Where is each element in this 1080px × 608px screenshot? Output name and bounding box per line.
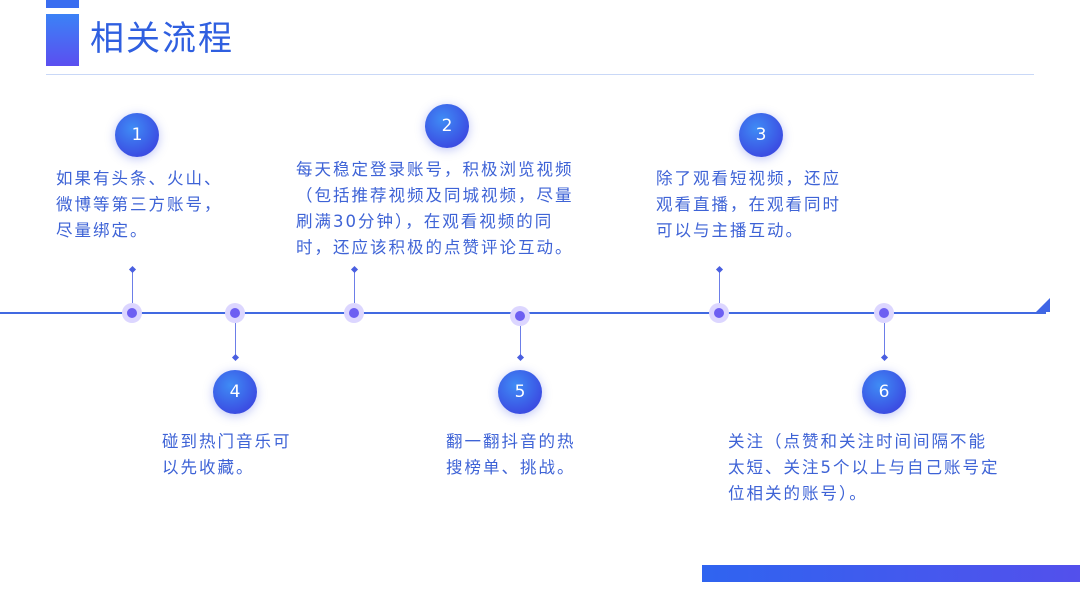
timeline-node-6 [874, 303, 894, 323]
timeline-node-5 [510, 306, 530, 326]
step-text-3: 除了观看短视频，还应 观看直播，在观看同时 可以与主播互动。 [656, 169, 841, 240]
timeline-arrow-icon [1036, 298, 1050, 312]
step-badge-5: 5 [498, 370, 542, 414]
connector-6 [883, 323, 885, 357]
step-badge-4: 4 [213, 370, 257, 414]
title-accent-bar [46, 14, 79, 66]
step-text-1: 如果有头条、火山、 微博等第三方账号， 尽量绑定。 [56, 169, 223, 240]
title-accent-top [46, 0, 79, 8]
timeline-node-1 [122, 303, 142, 323]
step-badge-2: 2 [425, 104, 469, 148]
timeline-node-3 [709, 303, 729, 323]
connector-dot-2 [350, 265, 358, 273]
step-text-6: 关注（点赞和关注时间间隔不能 太短、关注5个以上与自己账号定 位相关的账号）。 [728, 432, 1000, 503]
connector-dot-5 [516, 353, 524, 361]
step-text-4: 碰到热门音乐可 以先收藏。 [162, 432, 292, 477]
step-badge-6: 6 [862, 370, 906, 414]
timeline-node-2 [344, 303, 364, 323]
timeline-node-4 [225, 303, 245, 323]
header-divider [46, 74, 1034, 75]
connector-4 [234, 323, 236, 357]
connector-dot-1 [128, 265, 136, 273]
page-title: 相关流程 [90, 19, 234, 59]
connector-3 [718, 269, 720, 303]
step-text-2: 每天稳定登录账号，积极浏览视频 （包括推荐视频及同城视频，尽量 刷满30分钟），… [296, 160, 574, 257]
step-text-5: 翻一翻抖音的热 搜榜单、挑战。 [446, 432, 576, 477]
step-badge-1: 1 [115, 113, 159, 157]
connector-1 [131, 269, 133, 303]
step-badge-3: 3 [739, 113, 783, 157]
connector-dot-6 [880, 353, 888, 361]
footer-accent-bar [702, 565, 1080, 582]
connector-dot-3 [715, 265, 723, 273]
connector-5 [519, 326, 521, 357]
connector-2 [353, 269, 355, 303]
connector-dot-4 [231, 353, 239, 361]
